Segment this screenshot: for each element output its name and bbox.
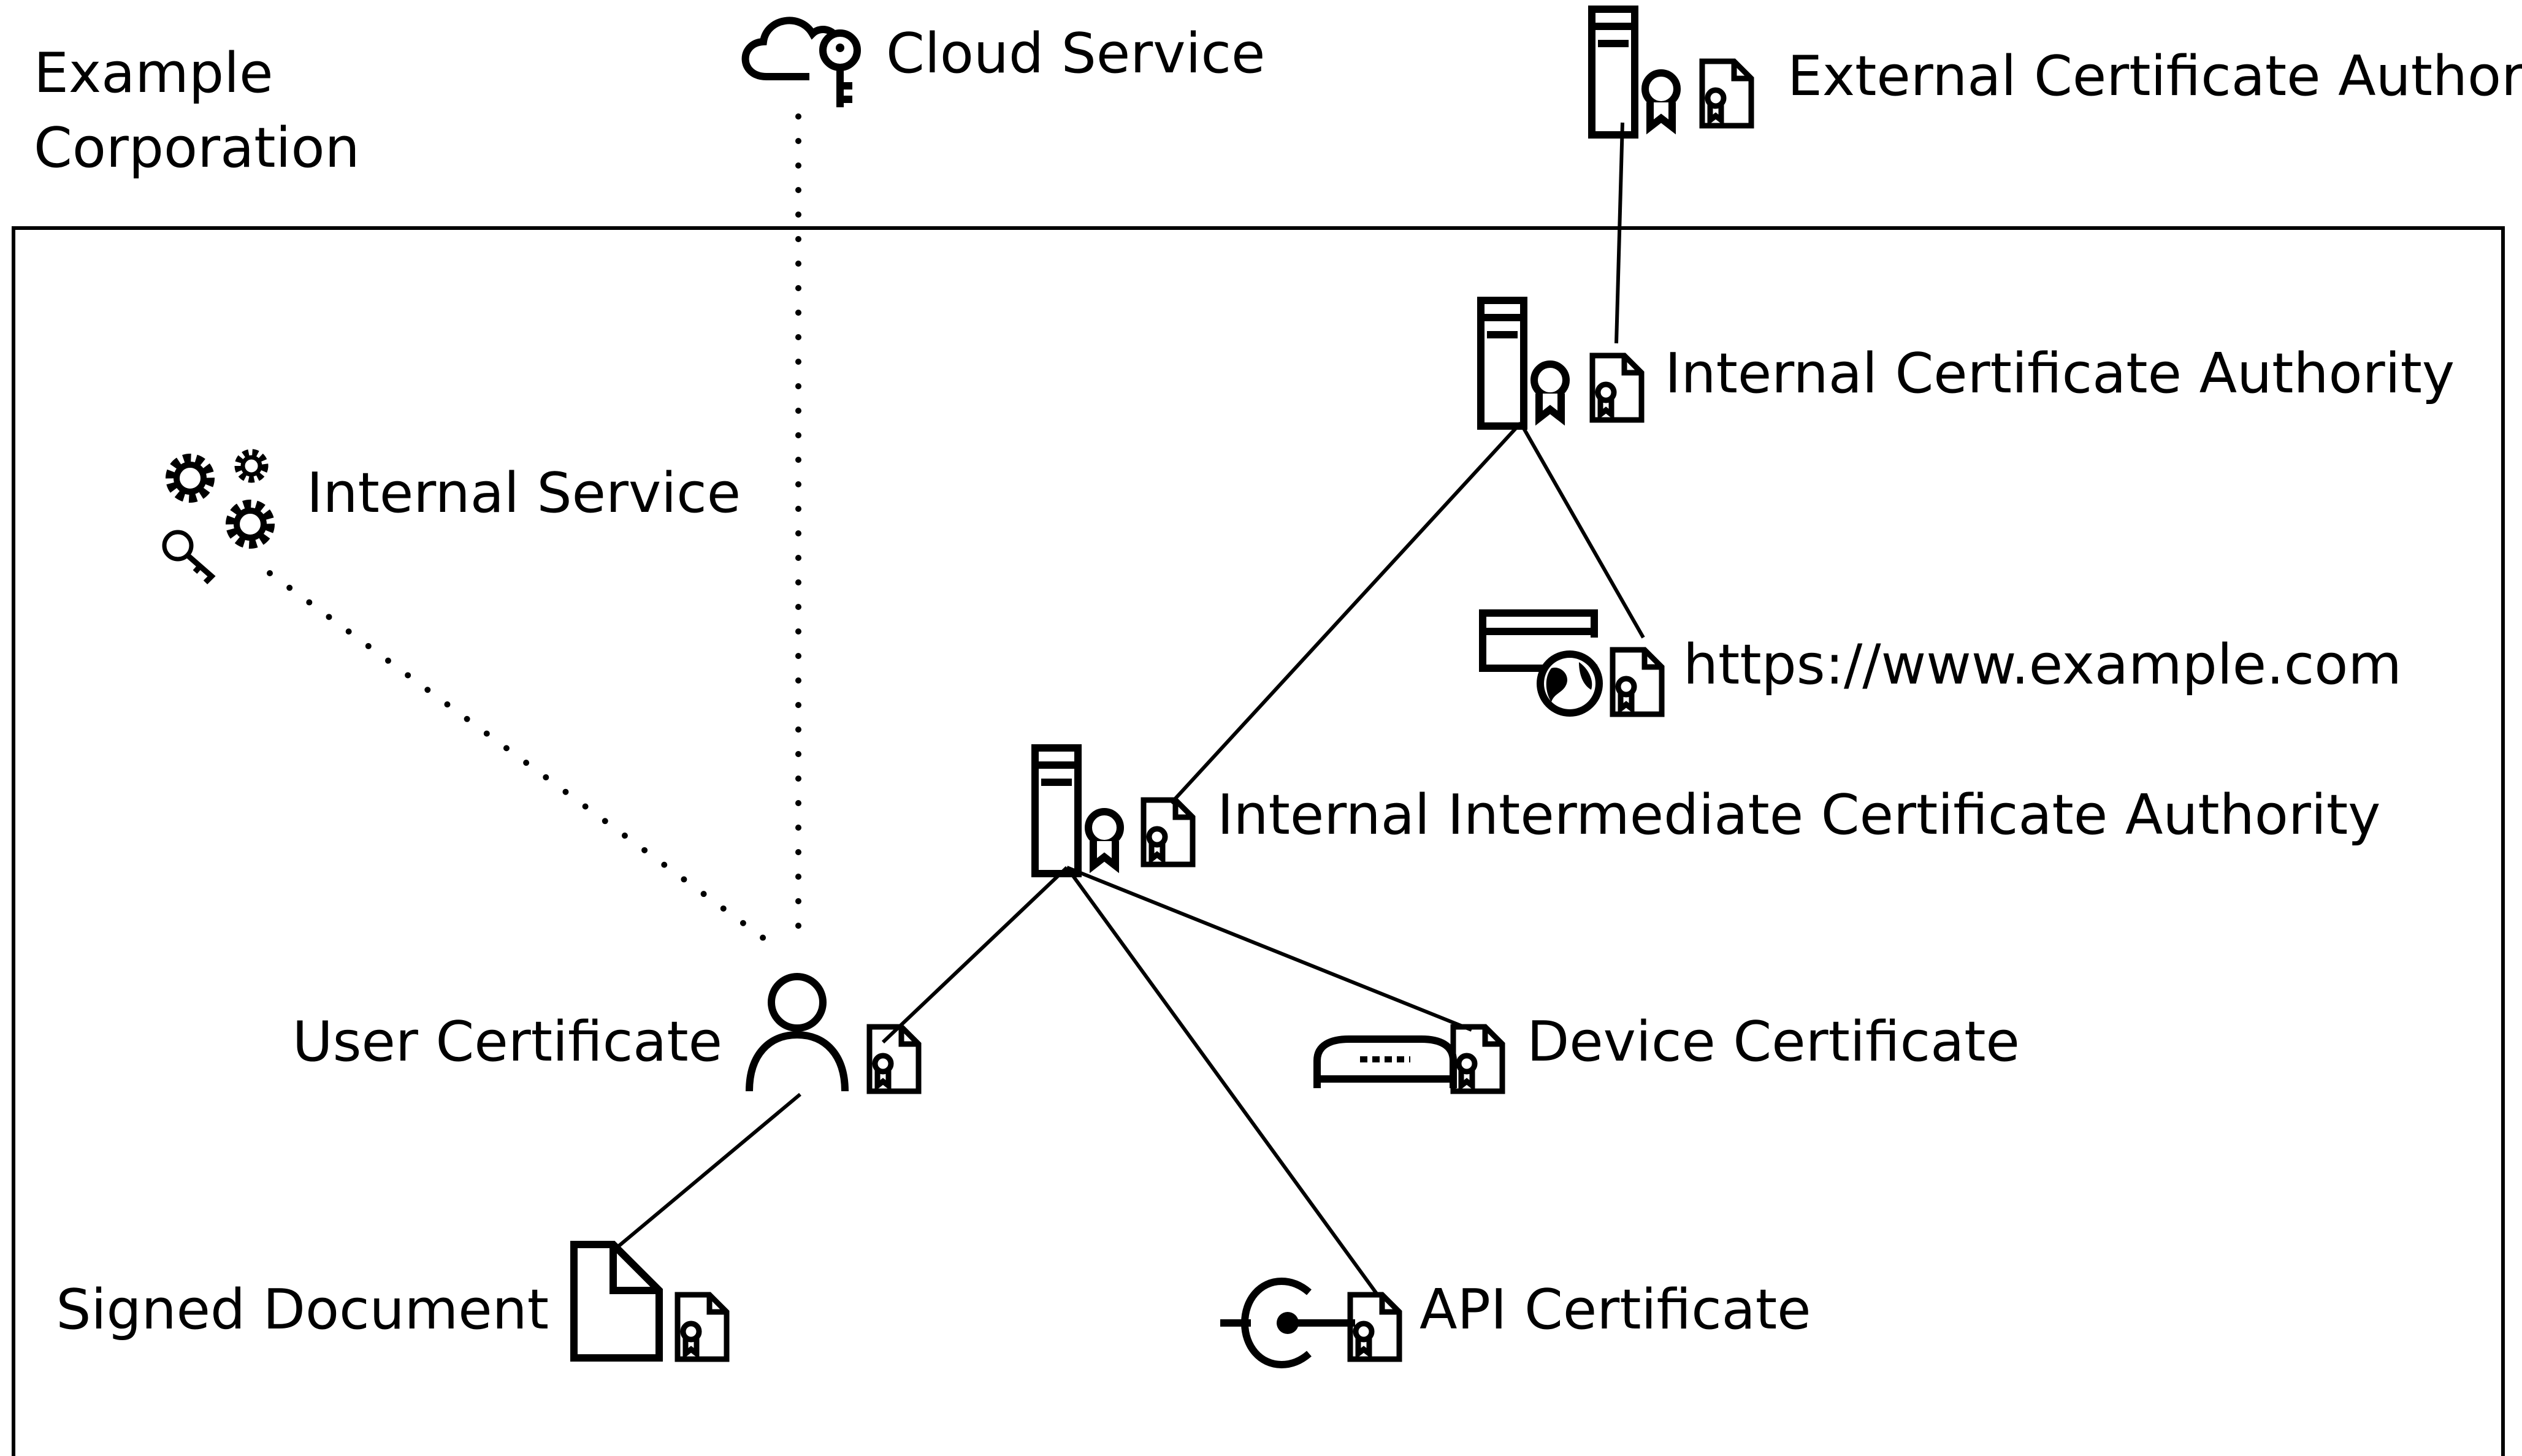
internal-service-node: Internal Service xyxy=(162,449,741,585)
internal-service-label: Internal Service xyxy=(307,461,741,525)
certificate-icon xyxy=(678,1295,727,1359)
api-icon xyxy=(1220,1277,1355,1369)
cloud-service-node: Cloud Service xyxy=(741,17,1265,107)
link-internal-ca-to-website xyxy=(1519,422,1645,639)
server-certificate-icon xyxy=(1592,9,1677,135)
device-cert-label: Device Certificate xyxy=(1527,1010,2020,1074)
link-intermediate-to-user xyxy=(881,866,1069,1044)
device-cert-node: Device Certificate xyxy=(1313,1010,2020,1091)
gears-key-icon xyxy=(162,449,275,585)
external-ca-label: External Certificate Authority xyxy=(1787,44,2522,109)
user-icon xyxy=(746,973,849,1092)
link-user-to-internal-service xyxy=(267,570,779,950)
internal-ca-label: Internal Certificate Authority xyxy=(1665,341,2455,406)
link-external-ca-to-internal-ca xyxy=(1614,122,1624,344)
certificate-icon xyxy=(1702,61,1751,126)
organization-label-line2: Corporation xyxy=(34,116,360,180)
organization-label-line1: Example xyxy=(34,41,273,105)
document-icon xyxy=(570,1241,663,1362)
server-certificate-icon xyxy=(1035,748,1120,874)
cloud-service-label: Cloud Service xyxy=(886,21,1265,86)
link-internal-ca-to-intermediate-ca xyxy=(1169,421,1523,805)
organization-boundary xyxy=(12,226,2505,1456)
server-certificate-icon xyxy=(1481,300,1566,426)
api-cert-label: API Certificate xyxy=(1420,1278,1811,1342)
certificate-icon xyxy=(1144,800,1193,864)
api-cert-node: API Certificate xyxy=(1220,1277,1811,1369)
certificate-icon xyxy=(1453,1027,1502,1091)
link-user-to-document xyxy=(612,1092,801,1252)
website-node: https://www.example.com xyxy=(1479,609,2402,717)
website-label: https://www.example.com xyxy=(1683,633,2402,697)
certificate-icon xyxy=(869,1027,919,1091)
cloud-key-icon xyxy=(741,17,861,107)
intermediate-ca-label: Internal Intermediate Certificate Author… xyxy=(1217,783,2380,847)
external-ca-node: External Certificate Authority xyxy=(1592,9,2522,135)
certificate-icon xyxy=(1613,650,1662,714)
user-cert-node: User Certificate xyxy=(292,973,919,1092)
router-icon xyxy=(1313,1035,1457,1088)
signed-document-label: Signed Document xyxy=(56,1278,549,1342)
intermediate-ca-node: Internal Intermediate Certificate Author… xyxy=(1035,748,2380,874)
internal-ca-node: Internal Certificate Authority xyxy=(1481,300,2455,426)
dotted-links xyxy=(267,113,801,950)
links xyxy=(612,122,1645,1295)
link-intermediate-to-device xyxy=(1066,866,1473,1032)
signed-document-node: Signed Document xyxy=(56,1241,727,1362)
link-intermediate-to-api xyxy=(1065,866,1378,1295)
certificate-icon xyxy=(1592,356,1641,420)
browser-globe-icon xyxy=(1479,609,1603,717)
user-cert-label: User Certificate xyxy=(292,1010,722,1074)
certificate-icon xyxy=(1350,1295,1399,1359)
